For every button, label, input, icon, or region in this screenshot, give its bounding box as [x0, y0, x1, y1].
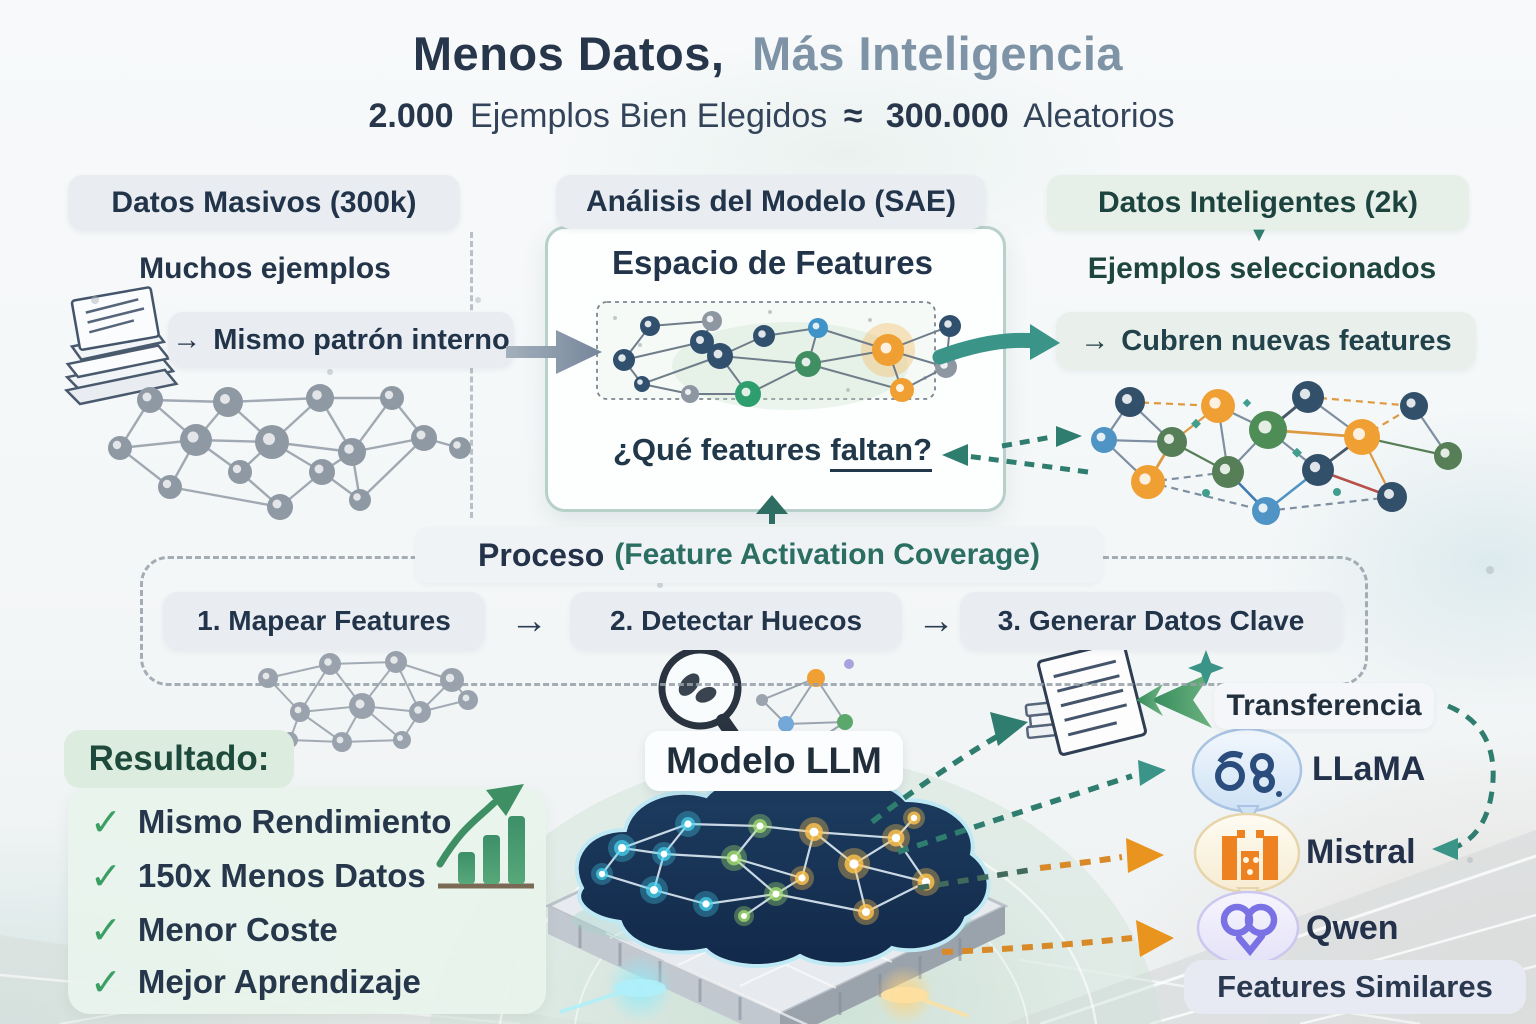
step-2-label: 2. Detectar Huecos — [609, 605, 863, 636]
features-similares-label: Features Similares — [1217, 969, 1493, 1004]
step-detectar-huecos: 2. Detectar Huecos — [570, 592, 902, 650]
modelo-llm-label: Modelo LLM — [645, 731, 903, 791]
result-item-label: Mismo Rendimiento — [137, 803, 452, 840]
title-light: Más Inteligencia — [752, 27, 1124, 80]
pill-mismo-patron-label: Mismo patrón interno — [213, 323, 510, 356]
card-title-espacio-features: Espacio de Features — [545, 244, 1000, 282]
flow-arrows — [870, 703, 1496, 957]
column-divider-dashed — [470, 232, 473, 518]
header-datos-masivos: Datos Masivos (300k) — [68, 175, 460, 231]
model-name-qwen: Qwen — [1306, 909, 1399, 948]
result-item: ✓ Menor Coste — [90, 905, 338, 955]
page-subtitle: 2.000 Ejemplos Bien Elegidos ≈ 300.000 A… — [0, 97, 1536, 136]
step-1-label: 1. Mapear Features — [197, 605, 451, 636]
result-item-label: Menor Coste — [137, 911, 338, 948]
llama-icon — [1215, 751, 1282, 797]
subtitle-count-random: 300.000 — [885, 97, 1009, 135]
brain-nodes-yellow — [790, 807, 940, 925]
transferencia-text: Transferencia — [1226, 689, 1422, 722]
qwen-icon — [1220, 903, 1278, 957]
check-icon: ✓ — [90, 854, 122, 898]
step-generar-datos: 3. Generar Datos Clave — [960, 592, 1342, 650]
card-title-label: Espacio de Features — [612, 244, 933, 281]
subtitle-count-smart: 2.000 — [368, 97, 454, 135]
result-item-label: Mejor Aprendizaje — [137, 963, 421, 1000]
chip-platform — [544, 798, 1009, 1024]
gray-network-large — [108, 384, 471, 520]
result-header: Resultado: — [64, 730, 294, 788]
model-name-mistral: Mistral — [1306, 833, 1416, 872]
caption-ejemplos-seleccionados: Ejemplos seleccionados — [1032, 252, 1492, 286]
modelo-llm-text: Modelo LLM — [666, 740, 882, 781]
llama-bubble — [1191, 727, 1303, 827]
result-item: ✓ 150x Menos Datos — [90, 851, 426, 901]
step-mapear-features: 1. Mapear Features — [163, 592, 485, 650]
question-text: ¿Qué features — [612, 432, 822, 467]
transferencia-label: Transferencia — [1214, 683, 1434, 729]
step-3-label: 3. Generar Datos Clave — [997, 605, 1305, 636]
question-underlined: faltan? — [830, 432, 933, 472]
right-arrow-glyph: → — [172, 323, 202, 356]
brain-nodes-cyan — [591, 811, 719, 917]
approx-symbol: ≈ — [843, 97, 863, 135]
header-datos-inteligentes: Datos Inteligentes (2k) — [1047, 175, 1469, 231]
pill-mismo-patron: → Mismo patrón interno — [168, 312, 514, 368]
page-title: Menos Datos, Más Inteligencia — [0, 26, 1536, 81]
right-arrow-glyph: → — [1080, 324, 1110, 357]
subtitle-text-1: Ejemplos Bien Elegidos — [470, 97, 828, 135]
header-analisis-modelo: Análisis del Modelo (SAE) — [556, 175, 986, 229]
qwen-bubble — [1196, 890, 1300, 966]
mistral-bubble — [1193, 812, 1301, 906]
step-arrow-2: → — [917, 600, 955, 642]
mistral-label: Mistral — [1306, 833, 1416, 871]
features-similares-pill: Features Similares — [1184, 960, 1526, 1014]
pill-cubren-features-label: Cubren nuevas features — [1121, 324, 1452, 357]
result-item: ✓ Mismo Rendimiento — [90, 797, 451, 847]
result-header-label: Resultado: — [88, 739, 270, 778]
check-icon: ✓ — [90, 960, 122, 1004]
down-arrow-icon: ▼ — [1249, 224, 1269, 246]
process-title: Proceso (Feature Activation Coverage) — [415, 527, 1103, 583]
header-analisis-modelo-label: Análisis del Modelo (SAE) — [585, 185, 957, 218]
caption-muchos-ejemplos-label: Muchos ejemplos — [139, 252, 391, 285]
title-dark: Menos Datos, — [412, 27, 725, 80]
header-datos-inteligentes-label: Datos Inteligentes (2k) — [1097, 186, 1419, 219]
paper-stack-icon — [63, 286, 179, 406]
model-name-llama: LLaMA — [1312, 750, 1425, 789]
colorful-network — [1091, 381, 1462, 525]
llm-brain-icon — [559, 774, 991, 1024]
result-item-label: 150x Menos Datos — [137, 857, 426, 894]
header-datos-masivos-label: Datos Masivos (300k) — [111, 186, 417, 219]
step-arrow-1: → — [510, 600, 548, 642]
llama-label: LLaMA — [1312, 750, 1426, 788]
qwen-label: Qwen — [1306, 909, 1399, 947]
result-item: ✓ Mejor Aprendizaje — [90, 957, 421, 1007]
subtitle-text-2: Aleatorios — [1023, 97, 1175, 135]
caption-ejemplos-label: Ejemplos seleccionados — [1087, 252, 1437, 285]
mistral-icon — [1222, 830, 1278, 880]
check-icon: ✓ — [90, 800, 122, 844]
check-icon: ✓ — [90, 908, 122, 952]
process-title-note: (Feature Activation Coverage) — [614, 538, 1040, 571]
caption-muchos-ejemplos: Muchos ejemplos — [95, 252, 435, 286]
pill-cubren-features: → Cubren nuevas features — [1056, 312, 1476, 370]
process-title-bold: Proceso — [478, 536, 605, 573]
brain-nodes-green — [721, 814, 788, 926]
